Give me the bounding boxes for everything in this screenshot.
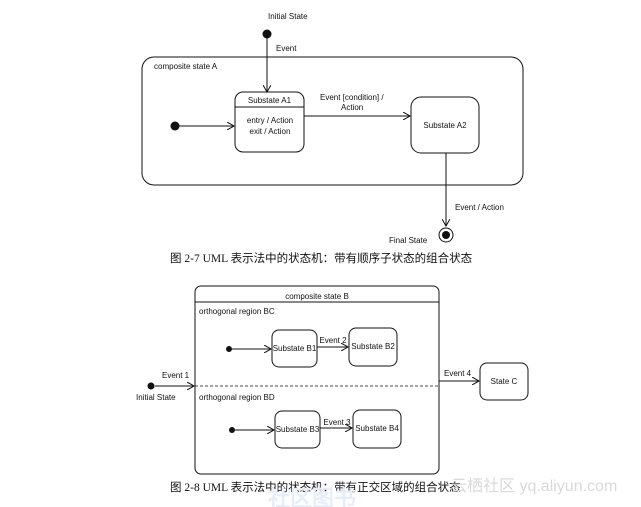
- initial-dot-outer-b: [147, 382, 155, 390]
- substate-a1-label: Substate A1: [248, 96, 292, 105]
- watermark-text: 云栖社区 yq.aliyun.com: [451, 477, 617, 495]
- substate-b1-box: [271, 329, 318, 368]
- composite-state-b-label: composite state B: [285, 292, 349, 301]
- substate-b2-label: Substate B2: [351, 342, 395, 351]
- event-2-label: Event 2: [319, 336, 347, 345]
- initial-state-dot-top: [262, 29, 272, 39]
- substate-b4-box: [352, 409, 402, 449]
- figure-2-8: composite state B orthogonal region BC o…: [136, 285, 529, 494]
- substate-a2-label: Substate A2: [423, 121, 467, 130]
- figure-2-7-caption: 图 2-7 UML 表示法中的状态机：带有顺序子状态的组合状态: [170, 251, 473, 265]
- composite-state-a-label: composite state A: [154, 62, 218, 71]
- initial-dot-bd: [229, 427, 235, 433]
- final-event-label: Event / Action: [455, 203, 504, 212]
- substate-a2-box: [410, 96, 480, 154]
- transition-a1-a2-label-line1: Event [condition] /: [320, 93, 384, 102]
- event-3-label: Event 3: [323, 418, 351, 427]
- substate-a1-exit: exit / Action: [250, 127, 291, 136]
- state-c-box: [479, 362, 529, 401]
- figure-2-8-caption: 图 2-8 UML 表示法中的状态机：带有正交区域的组合状态: [170, 480, 461, 494]
- figure-2-7: Initial State Event composite state A Su…: [141, 12, 524, 265]
- event-1-label: Event 1: [162, 371, 190, 380]
- event-label-top: Event: [276, 44, 297, 53]
- substate-b4-label: Substate B4: [355, 424, 399, 433]
- substate-b2-box: [348, 327, 398, 367]
- initial-state-dot-inner-a: [170, 121, 180, 131]
- composite-state-b: [194, 285, 440, 475]
- transition-a1-a2-label-line2: Action: [341, 103, 363, 112]
- substate-b3-box: [274, 410, 321, 449]
- final-state-inner: [442, 231, 450, 239]
- substate-b1-label: Substate B1: [273, 344, 317, 353]
- state-c-label: State C: [491, 377, 518, 386]
- watermark-bottom-logo: 社区图书: [268, 486, 356, 507]
- region-bd-label: orthogonal region BD: [199, 393, 275, 402]
- region-bc-label: orthogonal region BC: [199, 307, 275, 316]
- initial-state-label-a: Initial State: [268, 12, 308, 21]
- substate-a1-entry: entry / Action: [247, 116, 293, 125]
- initial-dot-bc: [226, 346, 232, 352]
- substate-b3-label: Substate B3: [276, 425, 320, 434]
- final-state-label: Final State: [389, 236, 428, 245]
- event-4-label: Event 4: [444, 369, 472, 378]
- composite-state-a: [141, 56, 524, 186]
- initial-state-label-b: Initial State: [136, 393, 176, 402]
